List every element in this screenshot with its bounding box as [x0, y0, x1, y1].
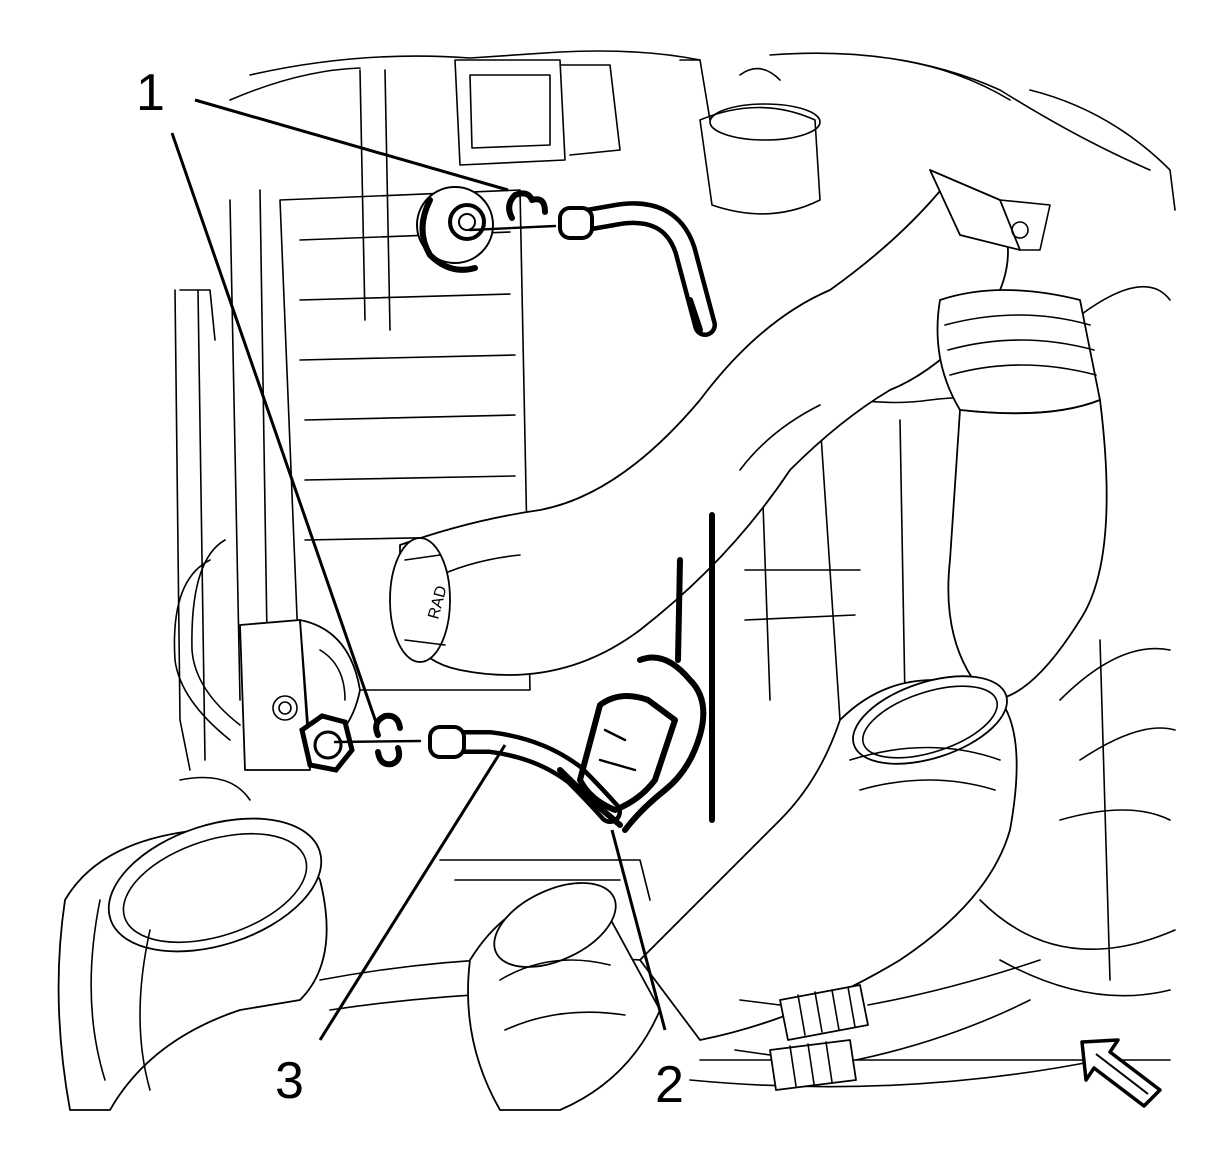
- callout-label-3: 3: [275, 1052, 304, 1110]
- lower-middle-duct: [467, 882, 661, 1111]
- leader-line-3: [318, 744, 507, 1041]
- line-fittings: [734, 959, 1041, 1091]
- view-arrow-icon: [1080, 1038, 1162, 1108]
- callout-2: 2: [610, 829, 684, 1114]
- callout-1: 1: [136, 64, 509, 729]
- hose-lines-vertical: [675, 297, 715, 823]
- upper-port-fitting: [416, 186, 557, 273]
- callout-3: 3: [275, 744, 507, 1110]
- ribbed-air-duct: [929, 169, 1108, 701]
- left-intake-duct: [57, 776, 328, 1111]
- upper-hose: [558, 201, 717, 337]
- leader-line-1a: [194, 98, 509, 192]
- valve-block: [239, 619, 361, 771]
- leader-line-2: [610, 829, 667, 1031]
- callout-label-1: 1: [136, 64, 165, 122]
- lower-port-fitting: [299, 713, 422, 773]
- upper-retaining-clip: [506, 190, 548, 221]
- hose-bracket: [557, 654, 707, 833]
- upper-radiator-hose: RAD: [389, 184, 1009, 676]
- lower-retaining-clip: [373, 712, 403, 768]
- leader-line-1b: [170, 132, 380, 729]
- lower-air-duct: [639, 675, 1018, 1041]
- callout-label-2: 2: [655, 1056, 684, 1114]
